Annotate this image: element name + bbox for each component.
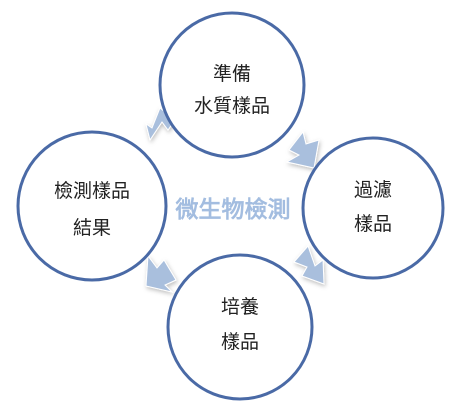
step-subtitle: 樣品	[221, 331, 259, 353]
step-subtitle: 水質樣品	[194, 95, 270, 117]
step-test-result: 檢測樣品 結果	[16, 130, 168, 282]
step-circle	[158, 11, 306, 159]
step-title: 準備	[213, 63, 251, 85]
step-circle	[166, 253, 314, 401]
arrow-prepare-to-filter	[285, 130, 320, 169]
step-prepare-sample: 準備 水質樣品	[158, 11, 306, 159]
step-title: 培養	[221, 296, 259, 318]
cycle-arrows	[145, 107, 325, 293]
arrow-culture-to-result	[145, 254, 177, 293]
step-title: 過濾	[354, 179, 392, 201]
arrow-filter-to-culture	[293, 245, 325, 285]
center-title: 微生物檢測	[175, 196, 291, 223]
step-culture-sample: 培養 樣品	[166, 253, 314, 401]
step-title: 檢測樣品	[54, 180, 130, 202]
step-subtitle: 結果	[73, 217, 111, 239]
step-filter-sample: 過濾 樣品	[301, 136, 445, 280]
step-subtitle: 樣品	[354, 213, 392, 235]
step-circle	[16, 130, 168, 282]
step-circle	[301, 136, 445, 280]
